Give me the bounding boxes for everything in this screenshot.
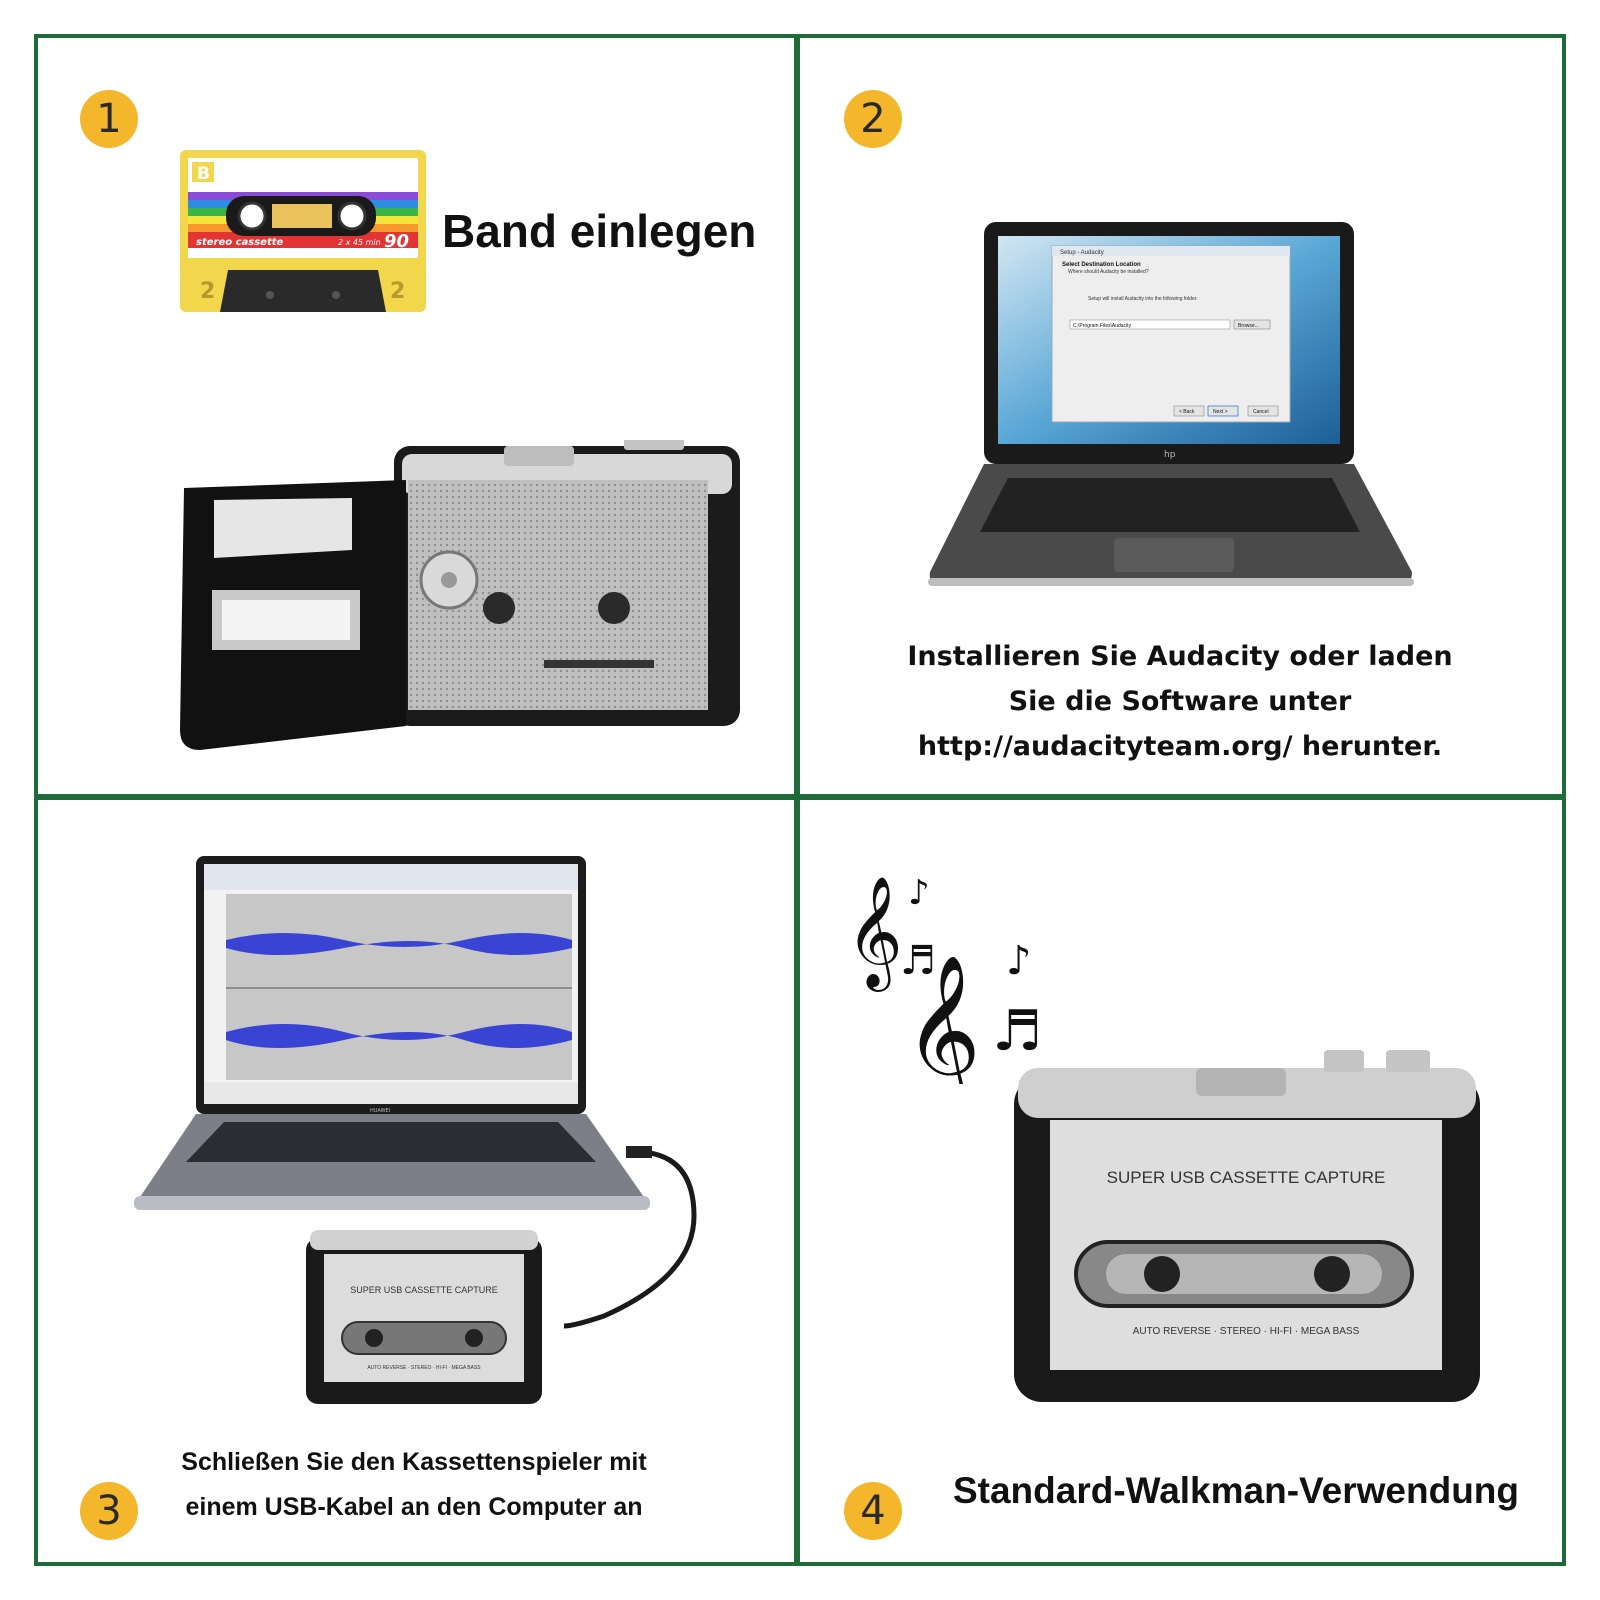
step-3-caption-line-2: einem USB-Kabel an den Computer an (185, 1493, 643, 1521)
walkman-label: SUPER USB CASSETTE CAPTURE (1107, 1168, 1386, 1187)
installer-browse-button: Browse... (1238, 323, 1259, 329)
installer-subheading: Where should Audacity be installed? (1068, 269, 1149, 275)
open-cassette-player-image (180, 440, 740, 750)
step-2-panel: 2 Setup - Audacity Select Destination Lo… (800, 34, 1560, 794)
step-4-caption: Standard-Walkman-Verwendung (952, 1470, 1520, 1511)
border-left (34, 34, 38, 1566)
svg-text:♪: ♪ (908, 873, 930, 913)
step-4-badge: 4 (844, 1482, 902, 1540)
svg-text:𝄞: 𝄞 (904, 953, 981, 1084)
music-notes-icon: 𝄞 𝄞 ♪ ♬ ♪ ♬ (846, 873, 1042, 1084)
border-top (34, 34, 1566, 38)
walkman-features: AUTO REVERSE · STEREO · HI-FI · MEGA BAS… (1133, 1326, 1360, 1337)
cassette-num-left: 2 (200, 279, 215, 304)
cassette-duration-label: 2 x 45 min (338, 238, 381, 247)
walkman-image: SUPER USB CASSETTE CAPTURE AUTO REVERSE … (1014, 1050, 1480, 1402)
step-3-panel: HUAWEI SUPER USB CASSETTE CAPTURE AUTO R… (34, 800, 794, 1560)
installer-next-button: Next > (1213, 409, 1228, 415)
cassette-num-right: 2 (390, 279, 405, 304)
border-right (1562, 34, 1566, 1566)
svg-text:♬: ♬ (900, 938, 936, 984)
step-1-caption: Band einlegen (442, 205, 757, 257)
step-1-panel: 1 B stereo cassette 2 x 45 min 90 2 2 (34, 34, 794, 794)
installer-window-title: Setup - Audacity (1060, 250, 1104, 256)
hp-logo: hp (1164, 450, 1176, 460)
installer-heading: Select Destination Location (1062, 262, 1141, 268)
divider-horizontal (34, 794, 1566, 800)
small-device-label: SUPER USB CASSETTE CAPTURE (350, 1285, 498, 1295)
installer-cancel-button: Cancel (1253, 409, 1269, 415)
step-1-badge: 1 (80, 90, 138, 148)
step-2-caption-line-1: Installieren Sie Audacity oder laden (907, 641, 1453, 672)
installer-path: C:\Program Files\Audacity (1073, 323, 1132, 329)
step-2-caption-line-2: Sie die Software unter (1008, 686, 1352, 717)
step-4-panel: 𝄞 𝄞 ♪ ♬ ♪ ♬ SUPER USB CASSETTE CAPTURE A… (800, 800, 1560, 1560)
step-grid: 1 B stereo cassette 2 x 45 min 90 2 2 (34, 34, 1566, 1566)
installer-back-button: < Back (1179, 409, 1195, 415)
huawei-logo: HUAWEI (370, 1108, 390, 1114)
cassette-length-label: 90 (384, 231, 409, 252)
small-device-features: AUTO REVERSE · STEREO · HI-FI · MEGA BAS… (367, 1365, 481, 1371)
border-bottom (34, 1562, 1566, 1566)
installer-body: Setup will install Audacity into the fol… (1088, 296, 1198, 302)
cassette-icon: B stereo cassette 2 x 45 min 90 2 2 (180, 150, 426, 312)
divider-vertical (794, 34, 800, 1566)
svg-text:𝄞: 𝄞 (846, 875, 903, 992)
step-3-badge: 3 (80, 1482, 138, 1540)
laptop-installer-image: Setup - Audacity Select Destination Loca… (928, 222, 1414, 586)
cassette-brand-label: stereo cassette (196, 237, 284, 248)
svg-text:♬: ♬ (992, 999, 1042, 1064)
svg-text:♪: ♪ (1006, 938, 1032, 984)
step-2-caption-line-3: http://audacityteam.org/ herunter. (917, 731, 1443, 762)
step-2-badge: 2 (844, 90, 902, 148)
step-3-caption-line-1: Schließen Sie den Kassettenspieler mit (181, 1448, 647, 1476)
laptop-usb-connection-image: HUAWEI SUPER USB CASSETTE CAPTURE AUTO R… (134, 856, 697, 1404)
cassette-side-label: B (197, 164, 210, 184)
